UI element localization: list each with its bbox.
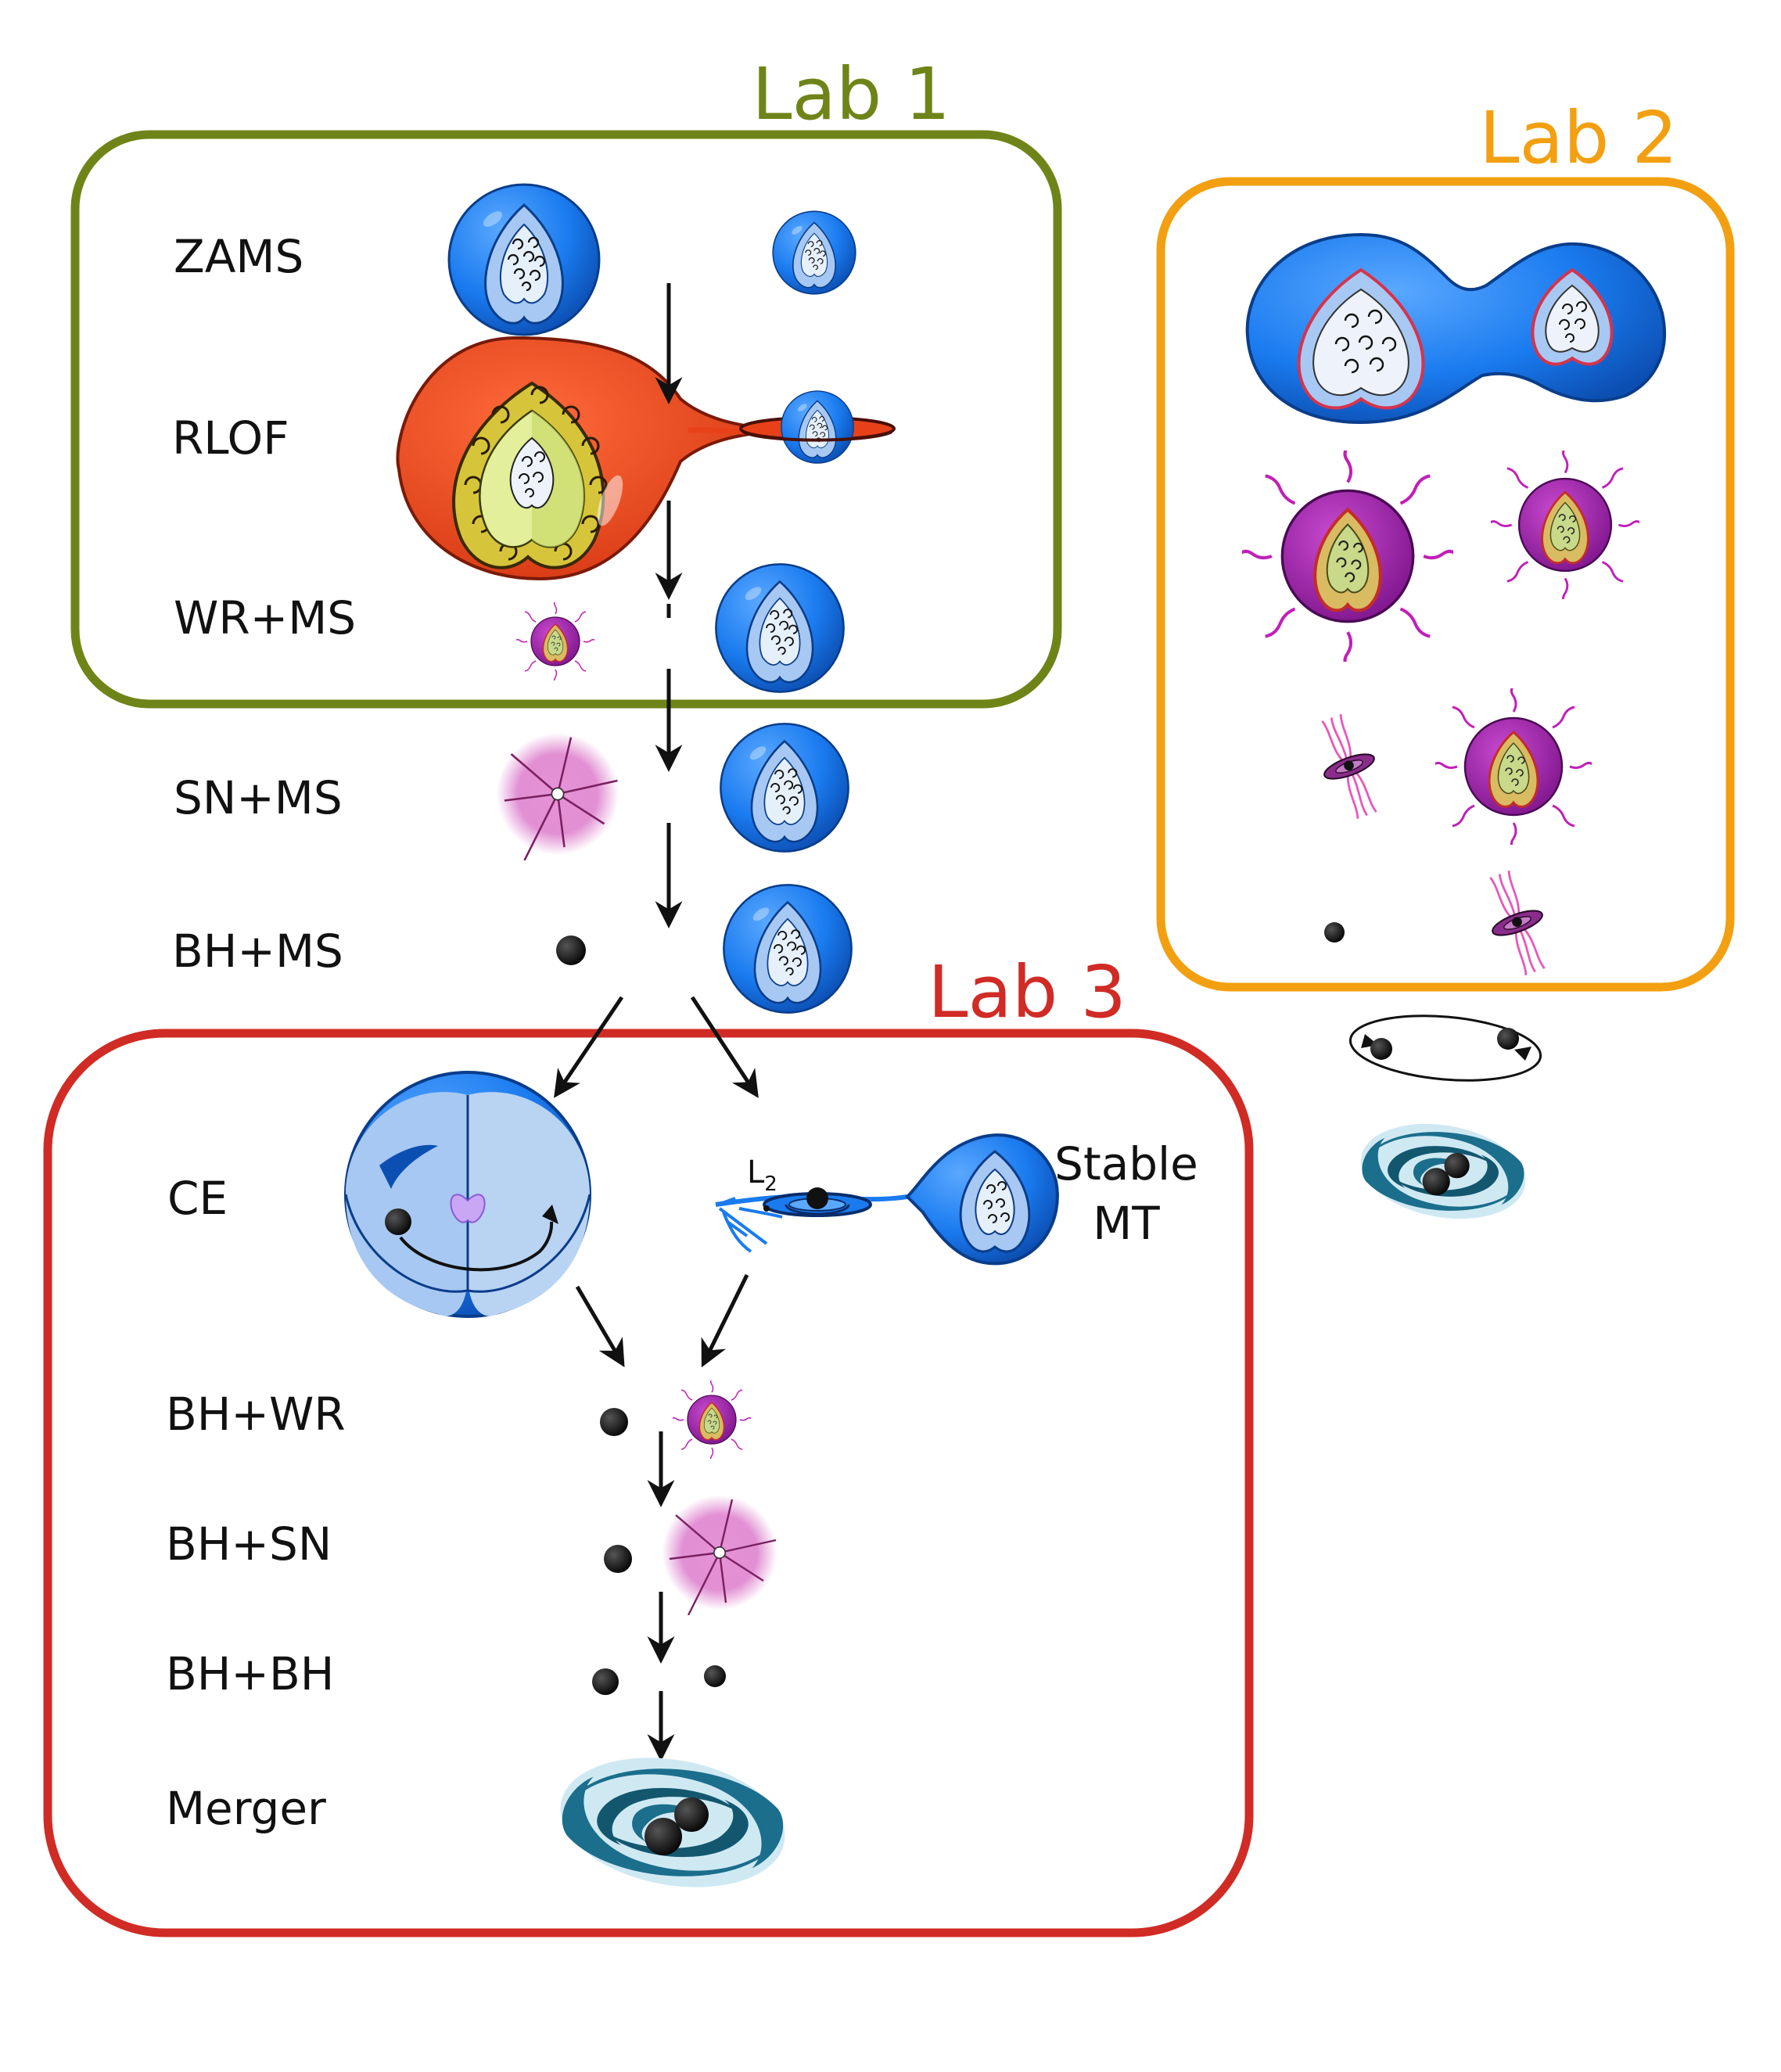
gravitational-wave-merger-icon (555, 1752, 790, 1893)
lab3-box (43, 1029, 1254, 1937)
stage-label-rlof: RLOF (172, 411, 289, 465)
black-hole-icon (1324, 922, 1345, 943)
accretion-disk-icon (1305, 707, 1393, 826)
stage-label-zams: ZAMS (174, 230, 303, 283)
accretion-disk-icon (715, 1187, 908, 1253)
lab2-title: Lab 2 (1479, 96, 1678, 180)
lab1-title: Lab 1 (752, 52, 950, 136)
ms-star-icon (720, 723, 849, 853)
stage-label-bh-sn: BH+SN (166, 1517, 332, 1571)
converging-arrows (575, 1273, 749, 1368)
gravitational-wave-merger-icon (1357, 1119, 1529, 1224)
ms-star-icon (447, 183, 601, 336)
wolf-rayet-star-icon (673, 1381, 751, 1459)
wolf-rayet-star-icon (1491, 451, 1639, 599)
binary-orbit-icon (1348, 1014, 1542, 1082)
ms-star-icon (905, 1133, 1059, 1266)
black-hole-icon (704, 1665, 726, 1687)
ms-star-icon (723, 884, 853, 1014)
stage-label-bh-bh: BH+BH (166, 1647, 334, 1700)
lab1-box (70, 130, 1062, 709)
stage-label-bh-ms: BH+MS (172, 925, 343, 978)
wolf-rayet-star-icon (516, 602, 594, 680)
stage-label-ce: CE (167, 1172, 228, 1225)
stage-label-merger: Merger (166, 1782, 326, 1835)
black-hole-icon (604, 1545, 632, 1573)
black-hole-icon (556, 935, 586, 965)
ms-star-icon (739, 390, 896, 464)
stage-label-sn-ms: SN+MS (174, 771, 343, 824)
common-envelope-icon (344, 1071, 591, 1318)
roche-lobe-overflow-icon (396, 336, 783, 581)
stage-label-stable: Stable (1054, 1137, 1198, 1190)
wolf-rayet-star-icon (1238, 444, 1458, 670)
wolf-rayet-star-icon (1435, 688, 1592, 845)
ms-star-icon (772, 210, 856, 295)
contact-binary-icon (1245, 232, 1666, 425)
stage-label-bh-wr: BH+WR (166, 1388, 346, 1441)
stage-label-mt: MT (1093, 1197, 1160, 1250)
lab3-title: Lab 3 (928, 950, 1126, 1034)
l2-label: L2 (747, 1155, 777, 1196)
lab2-box (1156, 177, 1735, 992)
black-hole-icon (600, 1408, 628, 1436)
stage-label-wr-ms: WR+MS (174, 591, 356, 645)
black-hole-icon (592, 1668, 619, 1695)
supernova-icon (495, 731, 620, 860)
accretion-disk-icon (1474, 864, 1561, 982)
l2-subscript: 2 (764, 1172, 777, 1196)
ms-star-icon (715, 563, 845, 693)
l2-letter: L (747, 1155, 765, 1190)
supernova-icon (661, 1494, 778, 1615)
branch-arrows (554, 996, 759, 1098)
